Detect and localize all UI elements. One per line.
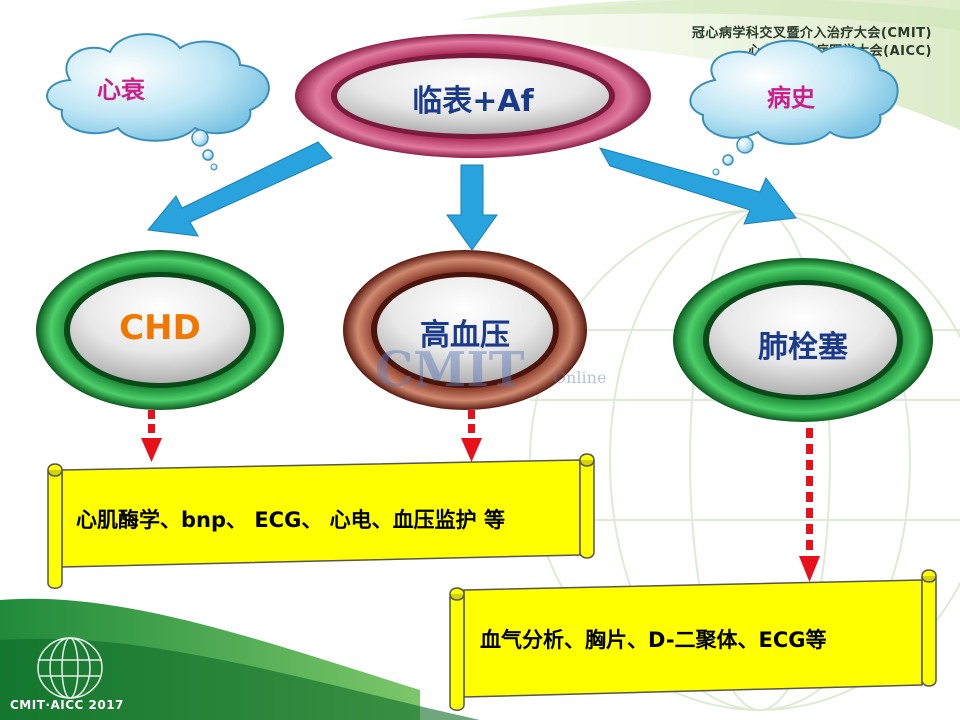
box-right-text: 血气分析、胸片、D-二聚体、ECG等 xyxy=(480,628,827,652)
arrow-center xyxy=(446,164,498,251)
arrow-right xyxy=(598,147,797,225)
header-title-line1: 冠心病学科交叉暨介入治疗大会(CMIT) xyxy=(691,26,932,41)
arrow-left xyxy=(147,141,333,237)
dotted-arrow-hypertension xyxy=(461,410,482,462)
dotted-arrow-pe xyxy=(799,428,820,582)
cloud-left-label: 心衰 xyxy=(97,76,145,104)
node-hypertension xyxy=(343,250,587,410)
footer-logo-text: CMIT·AICC 2017 xyxy=(10,698,124,712)
scroll-box-right xyxy=(449,569,937,711)
cloud-right xyxy=(689,39,899,176)
watermark-sub: Online xyxy=(553,368,607,387)
node-pe xyxy=(673,258,933,422)
pe-node-label: 肺栓塞 xyxy=(758,330,848,365)
watermark-logo: CMIT xyxy=(375,342,525,398)
box-left-text: 心肌酶学、bnp、 ECG、 心电、血压监护 等 xyxy=(76,508,505,532)
center-node-label: 临表+Af xyxy=(412,84,534,119)
dotted-arrow-chd xyxy=(141,410,162,462)
hypertension-node-label: 高血压 xyxy=(420,318,510,353)
node-chd xyxy=(36,250,284,410)
cloud-right-label: 病史 xyxy=(767,84,815,112)
node-center xyxy=(295,34,651,158)
cloud-left xyxy=(46,33,270,171)
chd-node-label: CHD xyxy=(119,308,201,348)
scroll-box-left xyxy=(47,453,595,589)
